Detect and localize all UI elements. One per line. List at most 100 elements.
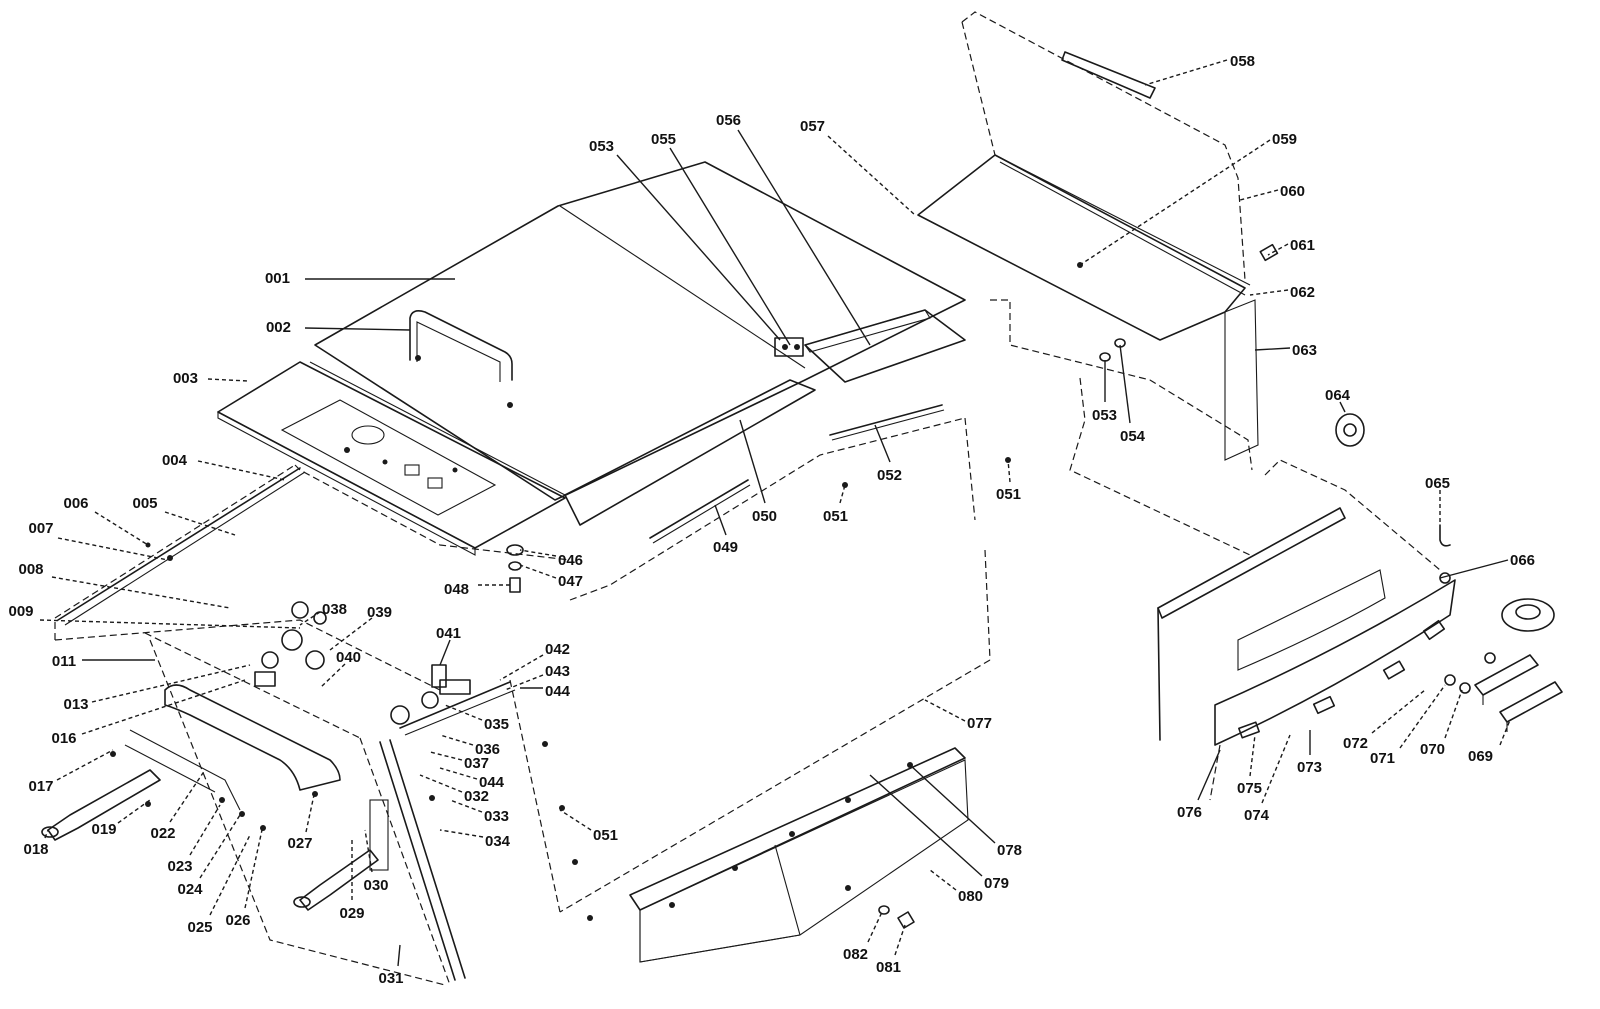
burner-tube-left — [41, 769, 161, 841]
upper-right-lid — [917, 11, 1279, 556]
extension-panel — [804, 309, 966, 383]
leader-line-059 — [1079, 139, 1271, 266]
leader-line-032 — [419, 774, 463, 793]
callout-label-061: 061 — [1290, 237, 1315, 254]
leader-line-066 — [1439, 559, 1509, 579]
leader-line-069 — [1499, 719, 1511, 746]
callout-label-073: 073 — [1297, 759, 1322, 776]
leader-line-079 — [869, 774, 983, 877]
leader-line-037 — [429, 751, 463, 761]
callout-label-027: 027 — [287, 835, 312, 852]
leader-line-056 — [737, 129, 871, 346]
callout-label-082: 082 — [843, 946, 868, 963]
callout-label-036: 036 — [475, 741, 500, 758]
callout-label-047: 047 — [558, 573, 583, 590]
callout-label-051: 051 — [593, 827, 618, 844]
leader-line-025 — [209, 834, 251, 916]
bottom-tray — [629, 747, 969, 963]
callout-label-040: 040 — [336, 649, 361, 666]
leader-line-006 — [94, 511, 149, 546]
leader-line-024 — [199, 814, 241, 879]
callout-label-024: 024 — [177, 881, 203, 898]
callout-label-054: 054 — [1120, 428, 1146, 445]
leader-line-077 — [924, 699, 966, 722]
callout-label-022: 022 — [150, 825, 175, 842]
callout-label-076: 076 — [1177, 804, 1202, 821]
leader-line-064 — [1339, 401, 1346, 413]
callout-label-013: 013 — [63, 696, 88, 713]
side-shelf-front — [1214, 579, 1456, 746]
leader-line-003 — [207, 378, 249, 382]
leader-line-051 — [839, 484, 846, 504]
leader-line-051 — [559, 809, 592, 831]
callout-label-049: 049 — [713, 539, 738, 556]
callout-label-051: 051 — [996, 486, 1021, 503]
callout-label-025: 025 — [187, 919, 212, 936]
callout-label-063: 063 — [1292, 342, 1317, 359]
callout-label-032: 032 — [464, 788, 489, 805]
callout-label-031: 031 — [378, 970, 403, 987]
leader-line-026 — [244, 829, 263, 909]
cabinet-body — [41, 404, 1011, 986]
callout-label-066: 066 — [1510, 552, 1535, 569]
leader-line-075 — [1249, 734, 1256, 777]
callout-label-080: 080 — [958, 888, 983, 905]
callout-label-070: 070 — [1420, 741, 1445, 758]
leader-line-078 — [909, 764, 996, 844]
callout-label-044: 044 — [545, 683, 571, 700]
callout-label-038: 038 — [322, 601, 347, 618]
callout-label-005: 005 — [132, 495, 157, 512]
tray-rail-top — [629, 747, 966, 911]
callout-leaders — [39, 59, 1511, 967]
callout-label-030: 030 — [363, 877, 388, 894]
callout-label-011: 011 — [52, 653, 76, 670]
callout-label-008: 008 — [18, 561, 43, 578]
callout-label-002: 002 — [266, 319, 291, 336]
callout-label-001: 001 — [265, 270, 290, 287]
callout-label-065: 065 — [1425, 475, 1450, 492]
leader-line-062 — [1249, 289, 1289, 296]
leader-line-017 — [56, 749, 114, 781]
callout-label-055: 055 — [651, 131, 676, 148]
callout-label-060: 060 — [1280, 183, 1305, 200]
callout-label-017: 017 — [28, 778, 53, 795]
leader-line-005 — [164, 511, 236, 536]
leader-line-070 — [1444, 689, 1463, 739]
leader-line-042 — [499, 654, 544, 681]
leader-line-022 — [169, 769, 206, 823]
leader-line-063 — [1254, 347, 1291, 351]
leader-line-081 — [894, 924, 906, 956]
leader-line-013 — [91, 664, 251, 703]
callout-label-058: 058 — [1230, 53, 1255, 70]
callout-labels: 0010020030040050060070080090110130160170… — [8, 53, 1535, 987]
callout-label-046: 046 — [558, 552, 583, 569]
callout-label-050: 050 — [752, 508, 777, 525]
callout-label-048: 048 — [444, 581, 469, 598]
leader-line-039 — [329, 617, 373, 651]
leader-line-040 — [319, 663, 346, 689]
callout-label-006: 006 — [63, 495, 88, 512]
callout-label-041: 041 — [436, 625, 461, 642]
callout-label-026: 026 — [225, 912, 250, 929]
callout-label-053: 053 — [589, 138, 614, 155]
callout-label-074: 074 — [1244, 807, 1270, 824]
side-knob — [1335, 413, 1365, 447]
leader-line-049 — [714, 504, 727, 536]
callout-label-042: 042 — [545, 641, 570, 658]
leader-line-080 — [929, 869, 957, 891]
leader-line-007 — [57, 537, 169, 561]
callout-label-007: 007 — [28, 520, 53, 537]
callout-label-057: 057 — [800, 118, 825, 135]
callout-label-016: 016 — [51, 730, 76, 747]
callout-label-044: 044 — [479, 774, 505, 791]
leader-line-004 — [197, 460, 286, 481]
leader-line-034 — [439, 829, 484, 838]
leader-line-052 — [874, 424, 891, 463]
callout-label-029: 029 — [339, 905, 364, 922]
callout-label-059: 059 — [1272, 131, 1297, 148]
callout-label-043: 043 — [545, 663, 570, 680]
callout-label-034: 034 — [485, 833, 511, 850]
side-shelf-assembly — [1157, 413, 1563, 801]
callout-label-081: 081 — [876, 959, 901, 976]
